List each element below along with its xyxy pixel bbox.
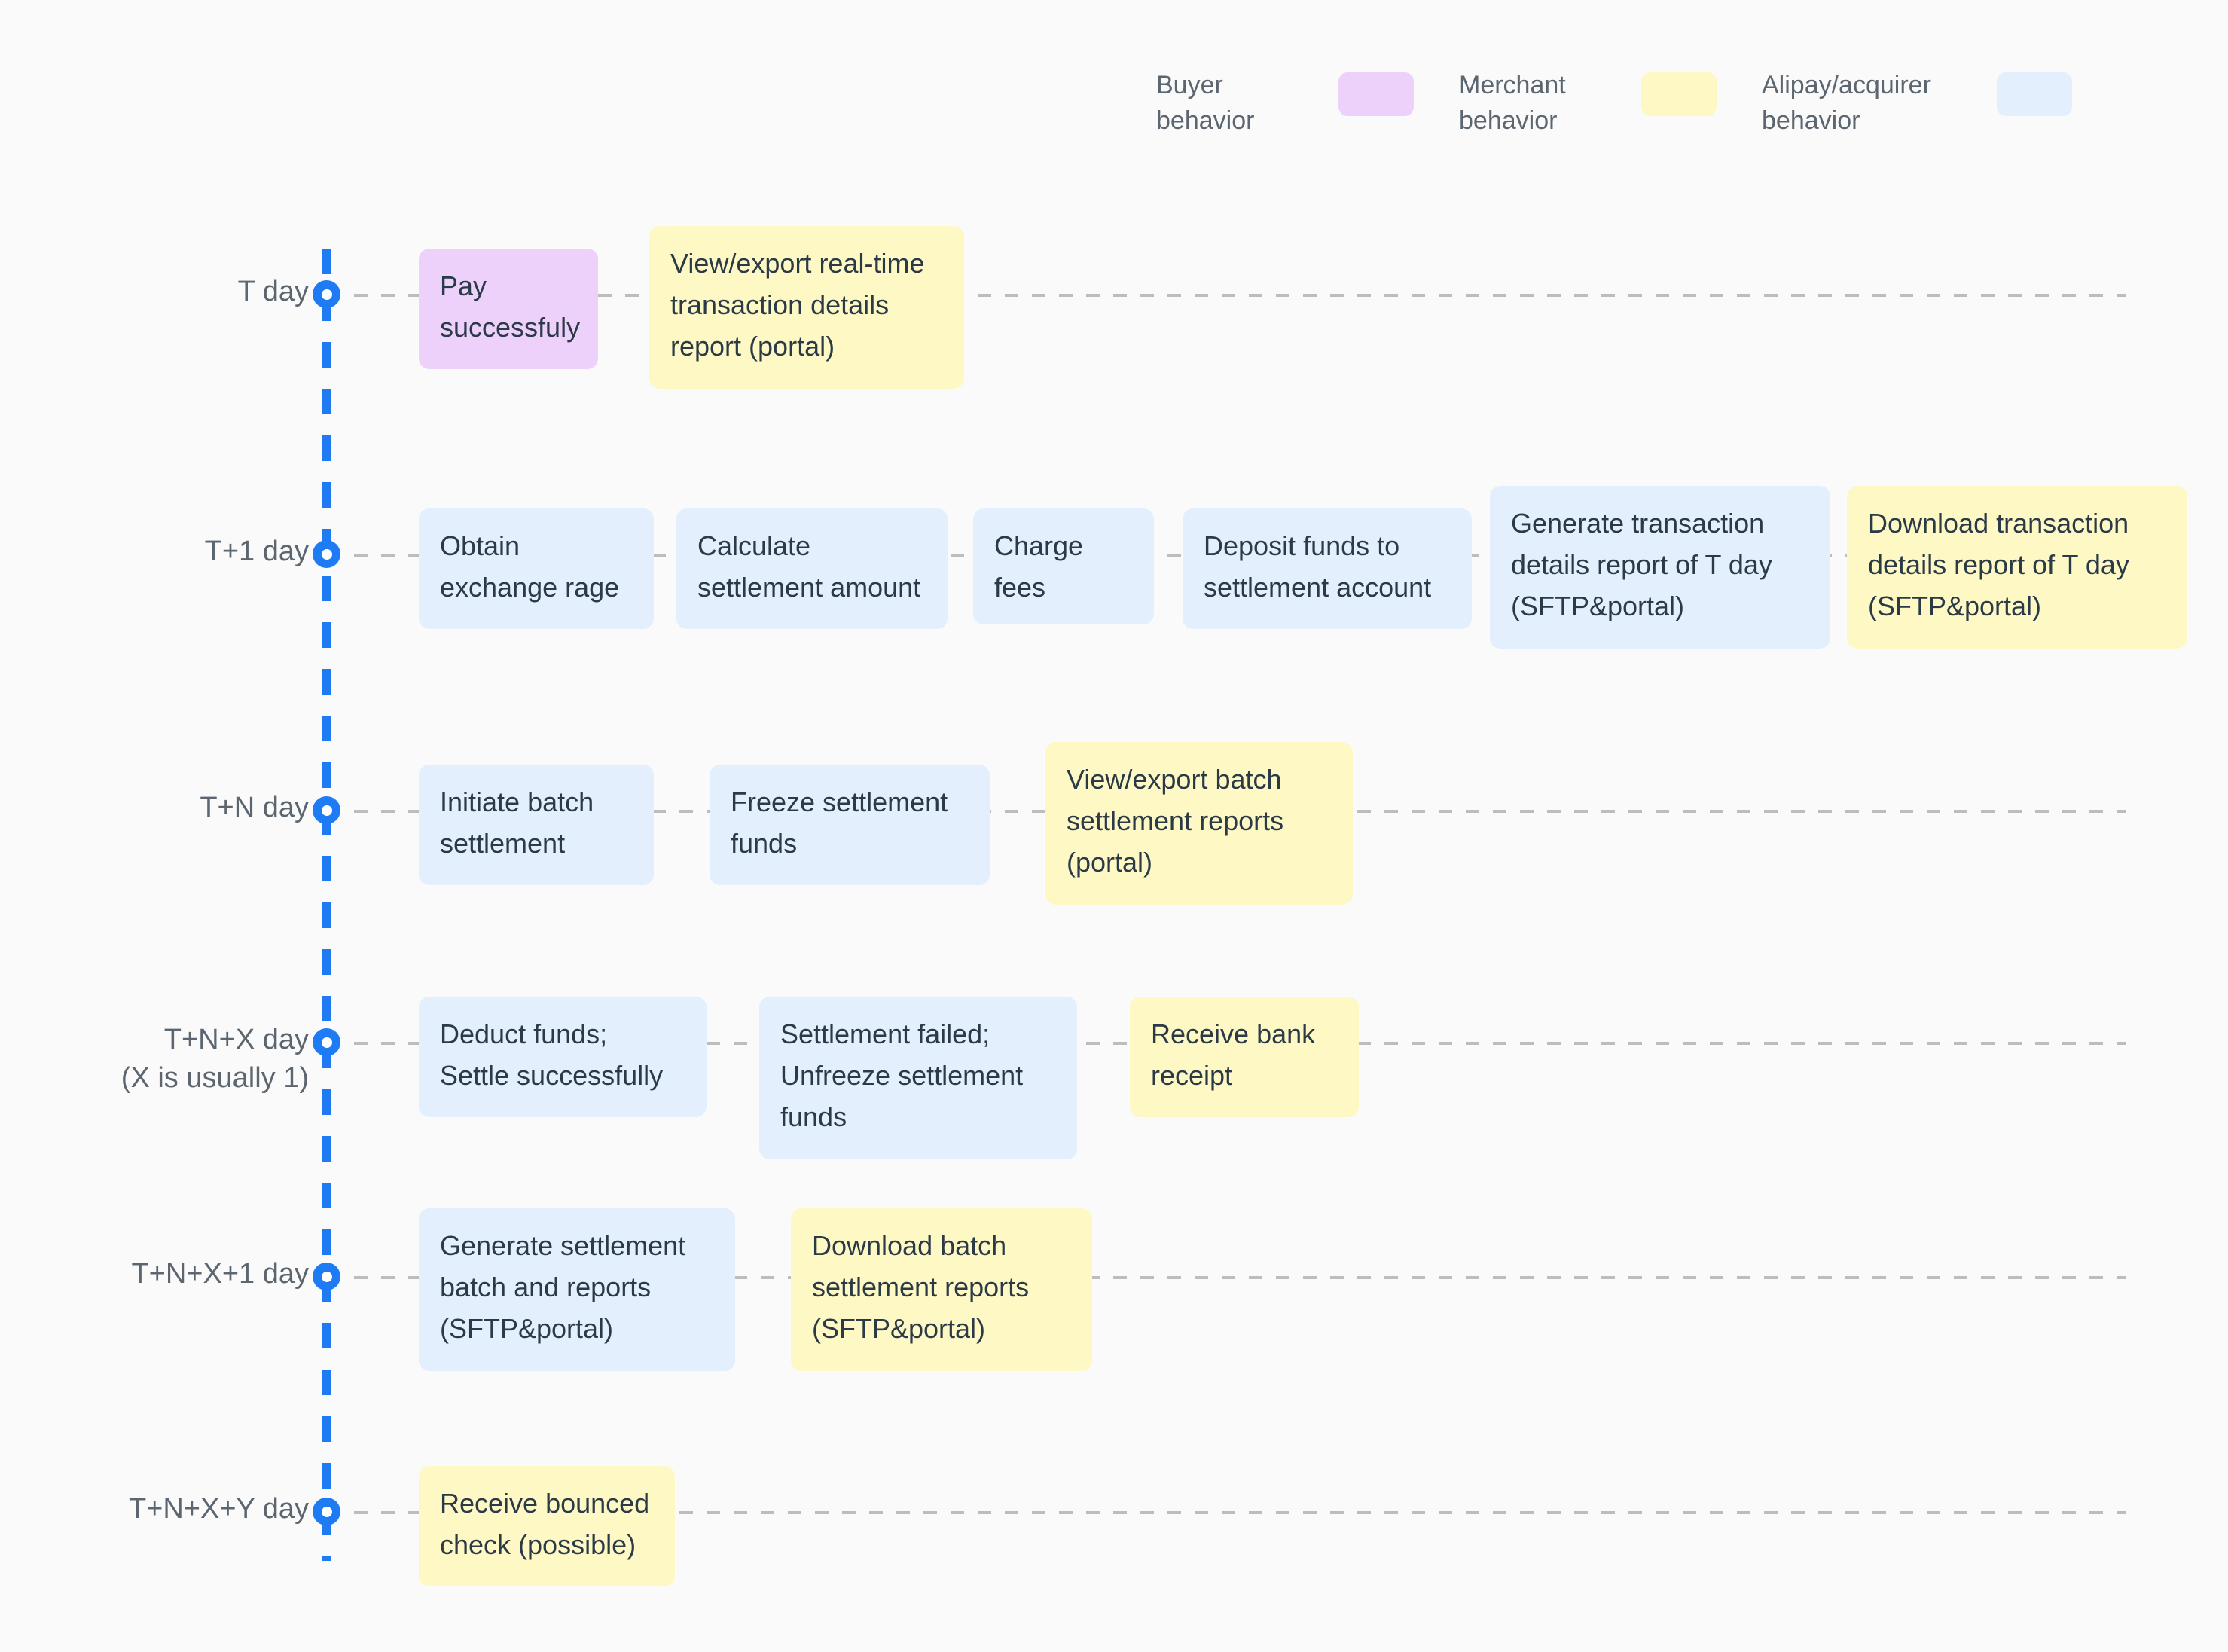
timeline-event-box[interactable]: Calculate settlement amount bbox=[676, 508, 948, 629]
legend: Buyer behavior Merchant behavior Alipay/ac… bbox=[1156, 68, 2117, 139]
timeline-spine bbox=[322, 249, 331, 1561]
timeline-event-box[interactable]: Settlement failed; Unfreeze settlement f… bbox=[759, 997, 1077, 1159]
timeline-event-box[interactable]: View/export real-time transaction detail… bbox=[649, 226, 964, 389]
row-dashed-line bbox=[354, 1276, 2126, 1279]
legend-label: Merchant behavior bbox=[1459, 71, 1566, 135]
legend-item-acquirer: Alipay/acquirer behavior bbox=[1762, 68, 2072, 139]
legend-label: Buyer behavior bbox=[1156, 71, 1255, 135]
timeline-row-label: T day bbox=[237, 276, 309, 307]
legend-item-merchant: Merchant behavior bbox=[1459, 68, 1717, 139]
timeline-row-label: T+1 day bbox=[204, 536, 309, 567]
timeline-event-box[interactable]: Charge fees bbox=[973, 508, 1154, 624]
timeline-event-box[interactable]: Deposit funds to settlement account bbox=[1183, 508, 1472, 629]
legend-swatch-merchant bbox=[1641, 72, 1717, 116]
timeline-event-box[interactable]: Receive bounced check (possible) bbox=[419, 1466, 675, 1586]
legend-swatch-acquirer bbox=[1997, 72, 2072, 116]
timeline-event-box[interactable]: Generate transaction details report of T… bbox=[1490, 486, 1830, 649]
timeline-row-label: T+N+X day (X is usually 1) bbox=[121, 1024, 309, 1094]
row-dashed-line bbox=[354, 1511, 2126, 1514]
legend-swatch-buyer bbox=[1338, 72, 1414, 116]
timeline-row-label: T+N+X+1 day bbox=[131, 1258, 309, 1290]
timeline-event-box[interactable]: Deduct funds; Settle successfully bbox=[419, 997, 707, 1117]
timeline-node-marker[interactable] bbox=[313, 796, 340, 824]
timeline-event-box[interactable]: View/export batch settlement reports (po… bbox=[1045, 742, 1353, 905]
timeline-event-box[interactable]: Pay successfuly bbox=[419, 249, 598, 369]
timeline-event-box[interactable]: Freeze settlement funds bbox=[710, 765, 990, 885]
timeline-event-box[interactable]: Generate settlement batch and reports (S… bbox=[419, 1208, 735, 1371]
timeline-event-box[interactable]: Obtain exchange rage bbox=[419, 508, 654, 629]
timeline-node-marker[interactable] bbox=[313, 280, 340, 308]
timeline-node-marker[interactable] bbox=[313, 1263, 340, 1290]
legend-item-buyer: Buyer behavior bbox=[1156, 68, 1414, 139]
row-dashed-line bbox=[354, 294, 2126, 297]
timeline-event-box[interactable]: Download batch settlement reports (SFTP&… bbox=[791, 1208, 1092, 1371]
timeline-node-marker[interactable] bbox=[313, 1498, 340, 1525]
legend-label: Alipay/acquirer behavior bbox=[1762, 71, 1931, 135]
timeline-node-marker[interactable] bbox=[313, 540, 340, 568]
timeline-row-label: T+N day bbox=[200, 792, 309, 823]
timeline-event-box[interactable]: Receive bank receipt bbox=[1130, 997, 1359, 1117]
timeline-event-box[interactable]: Initiate batch settlement bbox=[419, 765, 654, 885]
timeline-node-marker[interactable] bbox=[313, 1028, 340, 1056]
timeline-row-label: T+N+X+Y day bbox=[128, 1493, 309, 1525]
timeline-event-box[interactable]: Download transaction details report of T… bbox=[1847, 486, 2187, 649]
